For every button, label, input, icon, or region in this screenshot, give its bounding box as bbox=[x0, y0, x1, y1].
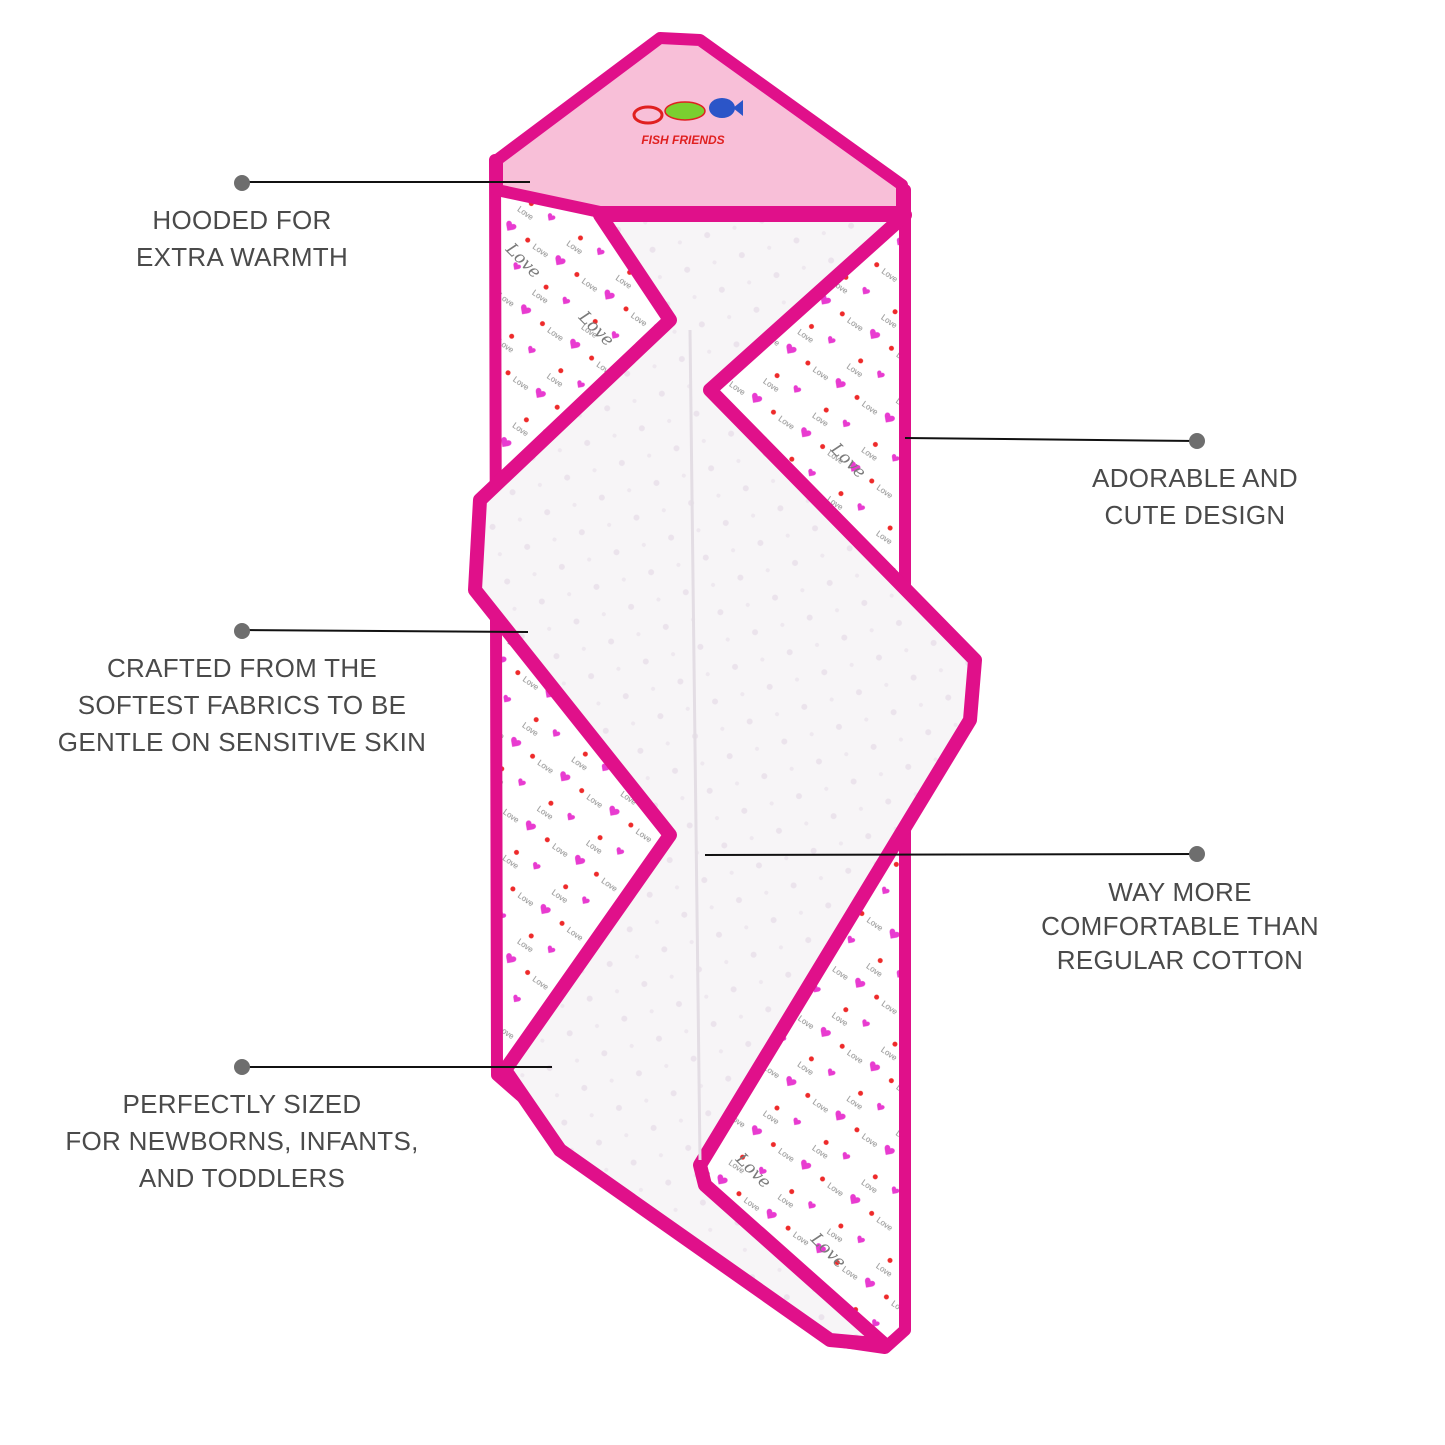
callout-line: WAY MORE bbox=[1108, 877, 1252, 907]
callout-line: CUTE DESIGN bbox=[1104, 500, 1286, 530]
callout-line: FOR NEWBORNS, INFANTS, bbox=[65, 1126, 419, 1156]
callout-line: EXTRA WARMTH bbox=[135, 242, 349, 272]
callout-line: COMFORTABLE THAN bbox=[1041, 911, 1319, 941]
callout-dots bbox=[234, 175, 1205, 1075]
callout-line: CRAFTED FROM THE bbox=[106, 653, 378, 683]
callout-dot-icon bbox=[1189, 433, 1205, 449]
callout-fabric: CRAFTED FROM THE SOFTEST FABRICS TO BE G… bbox=[42, 650, 442, 761]
callout-dot-icon bbox=[234, 1059, 250, 1075]
callout-dot-icon bbox=[234, 623, 250, 639]
callout-lines bbox=[241, 181, 1198, 1068]
fish-friends-logo: FISH FRIENDS bbox=[632, 98, 743, 147]
callout-line: AND TODDLERS bbox=[138, 1163, 346, 1193]
fold-line bbox=[688, 329, 702, 1161]
towel-hood bbox=[491, 32, 908, 218]
callout-line: PERFECTLY SIZED bbox=[122, 1089, 362, 1119]
fish-icon bbox=[664, 101, 706, 121]
callout-comfort: WAY MORE COMFORTABLE THAN REGULAR COTTON bbox=[1020, 875, 1340, 977]
callout-line: ADORABLE AND bbox=[1092, 463, 1298, 493]
callout-size: PERFECTLY SIZED FOR NEWBORNS, INFANTS, A… bbox=[42, 1086, 442, 1197]
callout-line: SOFTEST FABRICS TO BE bbox=[77, 690, 407, 720]
callout-design: ADORABLE AND CUTE DESIGN bbox=[1040, 460, 1350, 534]
callout-line: REGULAR COTTON bbox=[1056, 945, 1304, 975]
callout-dot-icon bbox=[234, 175, 250, 191]
towel-front-panel bbox=[468, 208, 982, 1352]
logo-text: FISH FRIENDS bbox=[641, 133, 724, 147]
fish-icon bbox=[632, 105, 664, 125]
callout-line: GENTLE ON SENSITIVE SKIN bbox=[57, 727, 427, 757]
callout-dot-icon bbox=[1189, 846, 1205, 862]
callout-line: HOODED FOR bbox=[152, 205, 332, 235]
fish-icon bbox=[709, 98, 735, 118]
callout-hooded: HOODED FOR EXTRA WARMTH bbox=[92, 202, 392, 276]
